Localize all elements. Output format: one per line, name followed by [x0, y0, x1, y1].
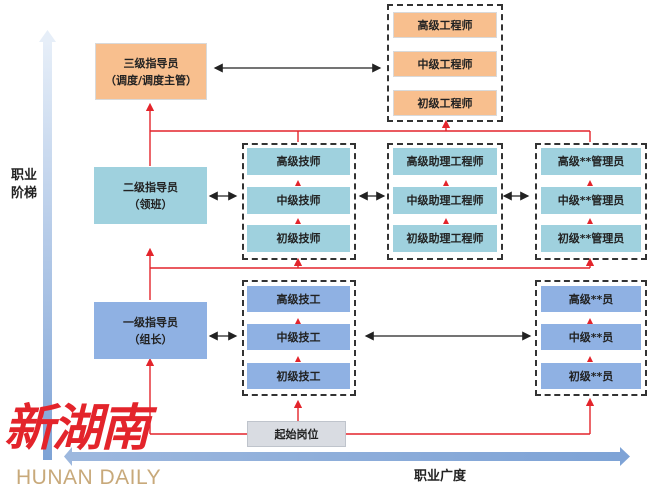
manager-intermediate[interactable]: 中级**管理员 [541, 187, 641, 214]
tier-level3-subtitle: （调度/调度主管） [104, 73, 198, 87]
assistant-engineer-senior[interactable]: 高级助理工程师 [393, 148, 497, 175]
worker-junior[interactable]: 初级技工 [247, 363, 350, 389]
group-worker [242, 280, 356, 396]
tier-level2-subtitle: （领班） [128, 197, 173, 211]
worker-senior[interactable]: 高级技工 [247, 286, 350, 312]
assistant-engineer-junior[interactable]: 初级助理工程师 [393, 225, 497, 252]
staff-senior[interactable]: 高级**员 [541, 286, 641, 312]
group-staff [535, 280, 647, 396]
tier-level1-subtitle: （组长） [128, 332, 173, 346]
tier-level3-title: 三级指导员 [123, 56, 179, 70]
technician-junior[interactable]: 初级技师 [247, 225, 350, 252]
vertical-axis-label: 职业 阶梯 [11, 167, 37, 203]
assistant-engineer-intermediate[interactable]: 中级助理工程师 [393, 187, 497, 214]
group-assistant-engineer [387, 143, 503, 260]
group-manager [535, 143, 647, 260]
vertical-axis-arrow [39, 30, 56, 460]
engineer-senior[interactable]: 高级工程师 [393, 12, 497, 38]
tier-level3-box[interactable]: 三级指导员 （调度/调度主管） [95, 43, 207, 100]
manager-junior[interactable]: 初级**管理员 [541, 225, 641, 252]
manager-senior[interactable]: 高级**管理员 [541, 148, 641, 175]
horizontal-axis-label: 职业广度 [414, 469, 467, 484]
promotion-lines [145, 102, 595, 435]
vertical-axis-label-line1: 职业 [11, 168, 38, 183]
technician-senior[interactable]: 高级技师 [247, 148, 350, 175]
start-position-box[interactable]: 起始岗位 [247, 421, 346, 447]
group-engineer [387, 4, 503, 122]
tier-level2-title: 二级指导员 [123, 180, 178, 194]
engineer-junior[interactable]: 初级工程师 [393, 90, 497, 116]
tier-level1-title: 一级指导员 [123, 315, 178, 329]
inner-promotion-arrows [295, 180, 593, 362]
group-technician [242, 143, 356, 260]
staff-junior[interactable]: 初级**员 [541, 363, 641, 389]
technician-intermediate[interactable]: 中级技师 [247, 187, 350, 214]
tier-level2-box[interactable]: 二级指导员 （领班） [94, 167, 207, 224]
hunan-daily-logo-chinese: 新湖南 [4, 398, 150, 457]
vertical-axis-label-line2: 阶梯 [11, 186, 38, 201]
engineer-intermediate[interactable]: 中级工程师 [393, 51, 497, 77]
hunan-daily-logo-english: HUNAN DAILY [16, 466, 162, 489]
staff-intermediate[interactable]: 中级**员 [541, 324, 641, 350]
horizontal-axis-arrow [64, 447, 630, 466]
tier-level1-box[interactable]: 一级指导员 （组长） [94, 302, 207, 359]
worker-intermediate[interactable]: 中级技工 [247, 324, 350, 350]
